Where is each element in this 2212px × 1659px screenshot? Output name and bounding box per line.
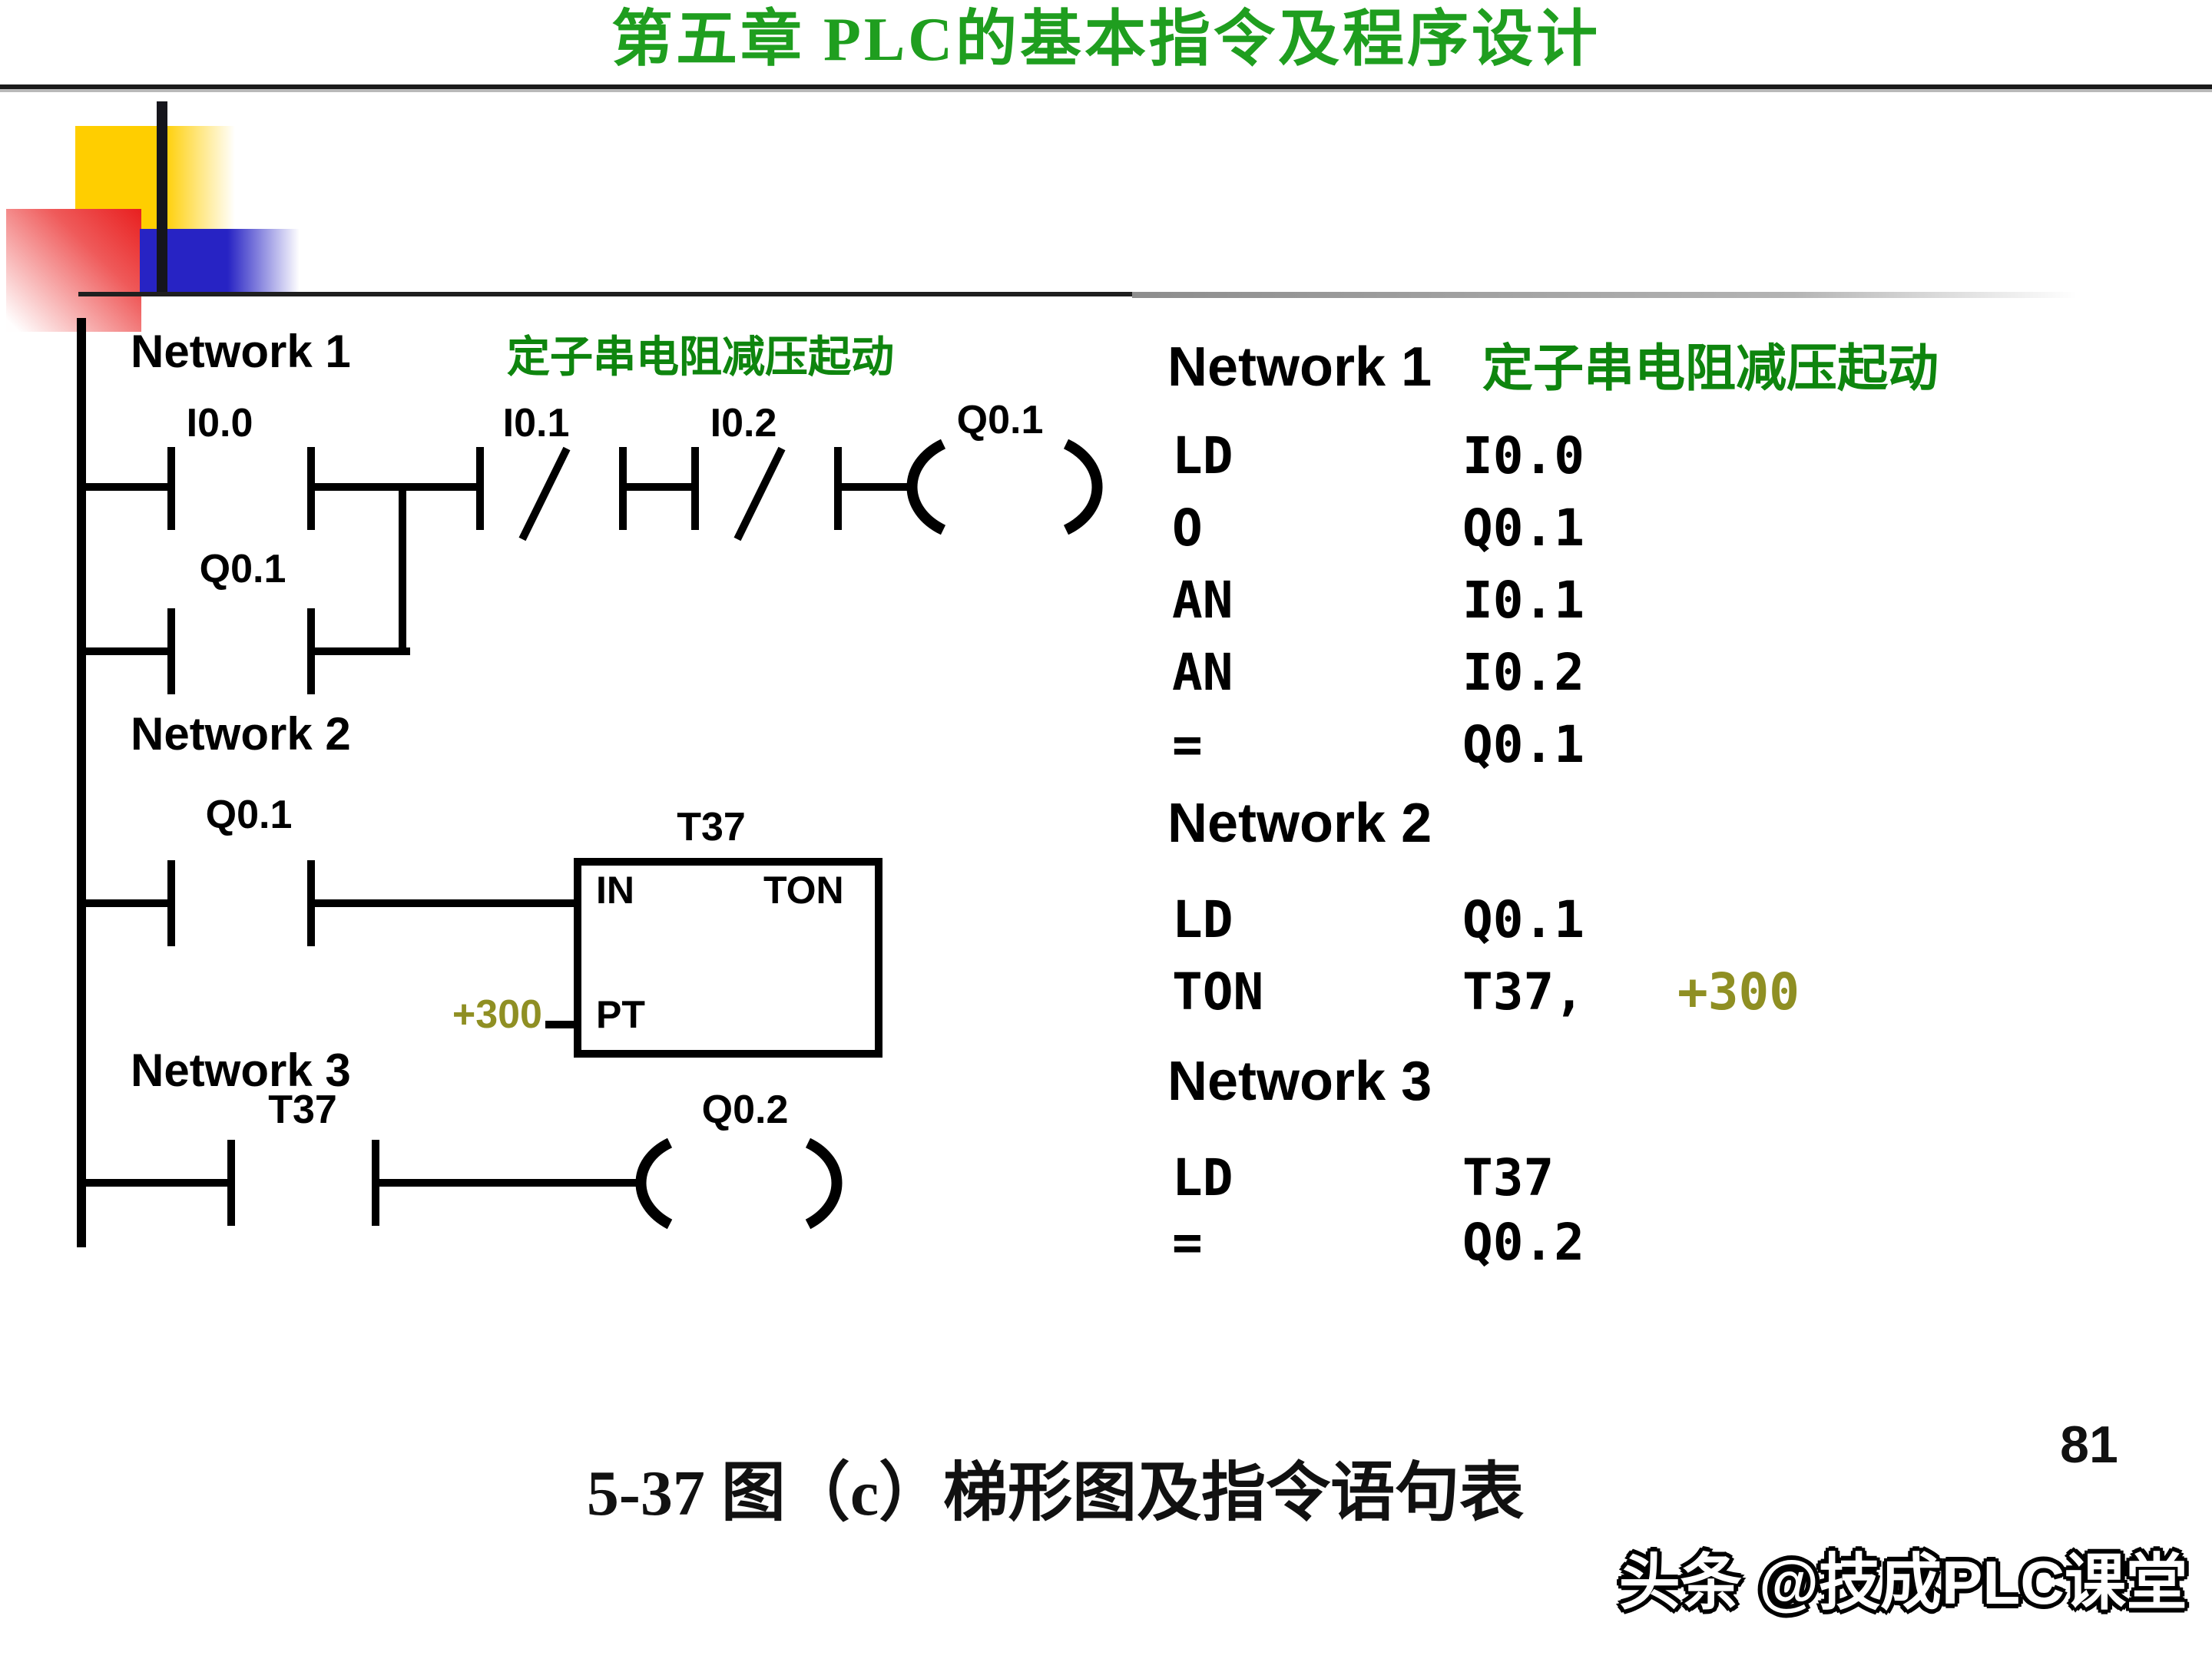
ladder-network1-heading: Network 1 — [131, 327, 351, 378]
ladder-network1-comment: 定子串电阻减压起动 — [507, 335, 895, 382]
coil-q02-right-paren — [805, 1137, 843, 1230]
timer-box — [574, 858, 882, 1058]
timer-t37-label: T37 — [677, 803, 746, 849]
contact-q01-label: Q0.1 — [199, 545, 286, 591]
stl-opcode: = — [1172, 1212, 1203, 1272]
ladder-network3-heading: Network 3 — [131, 1046, 351, 1097]
contact-i02-bar1 — [691, 447, 699, 530]
stl-operand: Q0.2 — [1462, 1212, 1584, 1272]
contact-t37-label: T37 — [268, 1086, 337, 1132]
stl-operand: T37 — [1462, 1147, 1555, 1207]
contact-i02-bar2 — [834, 447, 842, 530]
page-title: 第五章 PLC的基本指令及程序设计 — [611, 5, 1601, 74]
title-divider-shadow — [0, 89, 2212, 92]
network3-rung — [86, 1137, 843, 1230]
stl-operand: I0.1 — [1462, 570, 1584, 630]
contact-t37-bar2 — [372, 1140, 379, 1226]
coil-q01-label: Q0.1 — [956, 396, 1044, 442]
contact-i00-bar1 — [167, 447, 175, 530]
contact-i01-bar2 — [619, 447, 627, 530]
timer-in-label: IN — [596, 869, 634, 912]
coil-q01-left-paren — [906, 439, 946, 535]
stl-network1-comment: 定子串电阻减压起动 — [1482, 343, 1939, 398]
figure-caption: 5-37 图（c）梯形图及指令语句表 — [586, 1459, 1525, 1530]
contact-i01-nc-slash — [518, 446, 571, 541]
contact-t37-bar1 — [227, 1140, 235, 1226]
contact-q01-bar2 — [307, 608, 315, 694]
logo-rule-shadow — [1132, 292, 2077, 298]
contact-q01-bar1 — [167, 608, 175, 694]
coil-q01-right-paren — [1063, 439, 1103, 535]
contact-i00-label: I0.0 — [186, 399, 253, 445]
contact-i02-nc-slash — [733, 446, 786, 541]
network1-branch — [86, 487, 410, 694]
contact-i00-bar2 — [307, 447, 315, 530]
contact-i02-label: I0.2 — [710, 399, 777, 445]
timer-ton-label: TON — [763, 869, 844, 912]
contact-i01-label: I0.1 — [502, 399, 570, 445]
stl-opcode: LD — [1172, 426, 1233, 485]
stl-operand: Q0.1 — [1462, 889, 1584, 949]
stl-opcode: LD — [1172, 1147, 1233, 1207]
stl-preset-value: +300 — [1677, 962, 1800, 1022]
contact-i01-bar1 — [476, 447, 484, 530]
stl-operand: Q0.1 — [1462, 714, 1584, 774]
stl-opcode: LD — [1172, 889, 1233, 949]
stl-opcode: O — [1172, 498, 1203, 558]
stl-operand: T37, — [1462, 962, 1584, 1022]
page-number: 81 — [2060, 1416, 2118, 1475]
stl-network2-heading: Network 2 — [1167, 791, 1432, 854]
timer-pt-label: PT — [596, 994, 645, 1037]
network2-rung — [86, 858, 882, 1058]
contact-q01-n2-bar2 — [307, 860, 315, 946]
stl-operand: I0.0 — [1462, 426, 1584, 485]
logo-red-square — [6, 209, 141, 332]
stl-opcode: AN — [1172, 570, 1233, 630]
coil-q02-label: Q0.2 — [701, 1086, 789, 1132]
stl-opcode: TON — [1172, 962, 1264, 1022]
logo-rule — [78, 292, 1132, 296]
watermark: 头条 @技成PLC课堂 — [1618, 1550, 2187, 1618]
network1-rung — [86, 439, 1103, 541]
ladder-network2-heading: Network 2 — [131, 710, 351, 760]
stl-network3-heading: Network 3 — [1167, 1049, 1432, 1112]
contact-q01-n2-label: Q0.1 — [205, 791, 293, 837]
logo-vertical-bar — [157, 101, 167, 295]
stl-network1-heading: Network 1 — [1167, 335, 1432, 398]
stl-operand: I0.2 — [1462, 642, 1584, 702]
contact-q01-n2-bar1 — [167, 860, 175, 946]
coil-q02-left-paren — [635, 1137, 673, 1230]
timer-preset-value: +300 — [452, 991, 542, 1037]
stl-operand: Q0.1 — [1462, 498, 1584, 558]
stl-opcode: AN — [1172, 642, 1233, 702]
stl-opcode: = — [1172, 714, 1203, 774]
title-divider — [0, 84, 2212, 89]
power-rail — [77, 318, 86, 1247]
